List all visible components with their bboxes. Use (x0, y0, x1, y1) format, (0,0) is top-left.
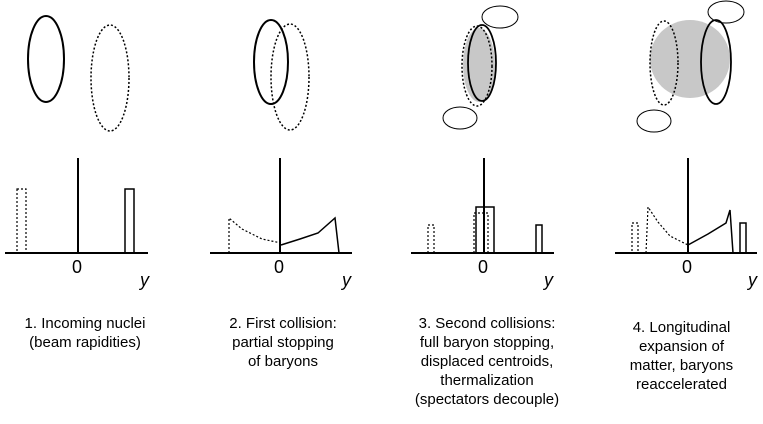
nucleus-solid (700, 19, 732, 105)
caption-4-line-1: 4. Longitudinal (632, 319, 731, 336)
rapidity-curve-dotted (228, 216, 282, 253)
spectator-upper (481, 5, 519, 29)
spectator-peak-left (427, 224, 435, 254)
zero-label-4: 0 (682, 257, 693, 277)
spectator-peak-right (535, 224, 543, 254)
spectator-lower (636, 109, 672, 133)
zero-label-1: 0 (72, 257, 83, 277)
nucleus-solid (467, 24, 497, 102)
caption-2-line-2: partial stopping (232, 334, 334, 351)
zero-label-3: 0 (478, 257, 489, 277)
axis-var-label-4: y (748, 270, 757, 290)
caption-4-line-2: expansion of (638, 338, 725, 355)
stopped-peak-solid (475, 206, 495, 254)
caption-3-line-5: (spectators decouple) (414, 391, 560, 408)
zero-label-2: 0 (274, 257, 285, 277)
nucleus-right (90, 24, 130, 132)
panel-3 (411, 5, 554, 254)
nucleus-left (253, 19, 289, 105)
beam-peak-right (124, 188, 135, 254)
caption-4: 4. Longitudinal expansion of matter, bar… (600, 318, 763, 394)
rapidity-curve-solid (280, 216, 340, 254)
beam-peak-left (16, 188, 27, 254)
caption-2-line-3: of baryons (247, 353, 319, 370)
expanding-matter (650, 20, 730, 98)
caption-3-line-4: thermalization (440, 372, 534, 389)
caption-3-line-3: displaced centroids, (420, 353, 554, 370)
caption-3-line-2: full baryon stopping, (419, 334, 555, 351)
axis-var-label-2: y (342, 270, 351, 290)
caption-4-line-4: reaccelerated (636, 376, 727, 393)
nucleus-right (270, 23, 310, 131)
rapidity-curve-dotted (645, 205, 689, 254)
rapidity-curve-solid (687, 209, 734, 254)
caption-1: 1. Incoming nuclei (beam rapidities) (0, 314, 170, 352)
caption-1-line-2: (beam rapidities) (29, 334, 141, 351)
caption-2-line-1: 2. First collision: (229, 315, 337, 332)
nucleus-dotted (461, 25, 493, 107)
caption-2: 2. First collision: partial stopping of … (198, 314, 368, 371)
panel-1 (5, 15, 148, 254)
spectator-upper (707, 0, 745, 24)
caption-1-line-1: 1. Incoming nuclei (24, 315, 146, 332)
spectator-peak-right (739, 222, 747, 254)
axis-var-label-1: y (140, 270, 149, 290)
nucleus-dotted (649, 20, 679, 106)
panel-4 (615, 0, 757, 254)
spectator-lower (442, 106, 478, 130)
nucleus-left (27, 15, 65, 103)
axis-var-label-3: y (544, 270, 553, 290)
caption-3-line-1: 3. Second collisions: (418, 315, 556, 332)
panel-2 (210, 19, 352, 254)
caption-4-line-3: matter, baryons (629, 357, 734, 374)
caption-3: 3. Second collisions: full baryon stoppi… (392, 314, 582, 409)
spectator-peak-left (631, 222, 639, 254)
